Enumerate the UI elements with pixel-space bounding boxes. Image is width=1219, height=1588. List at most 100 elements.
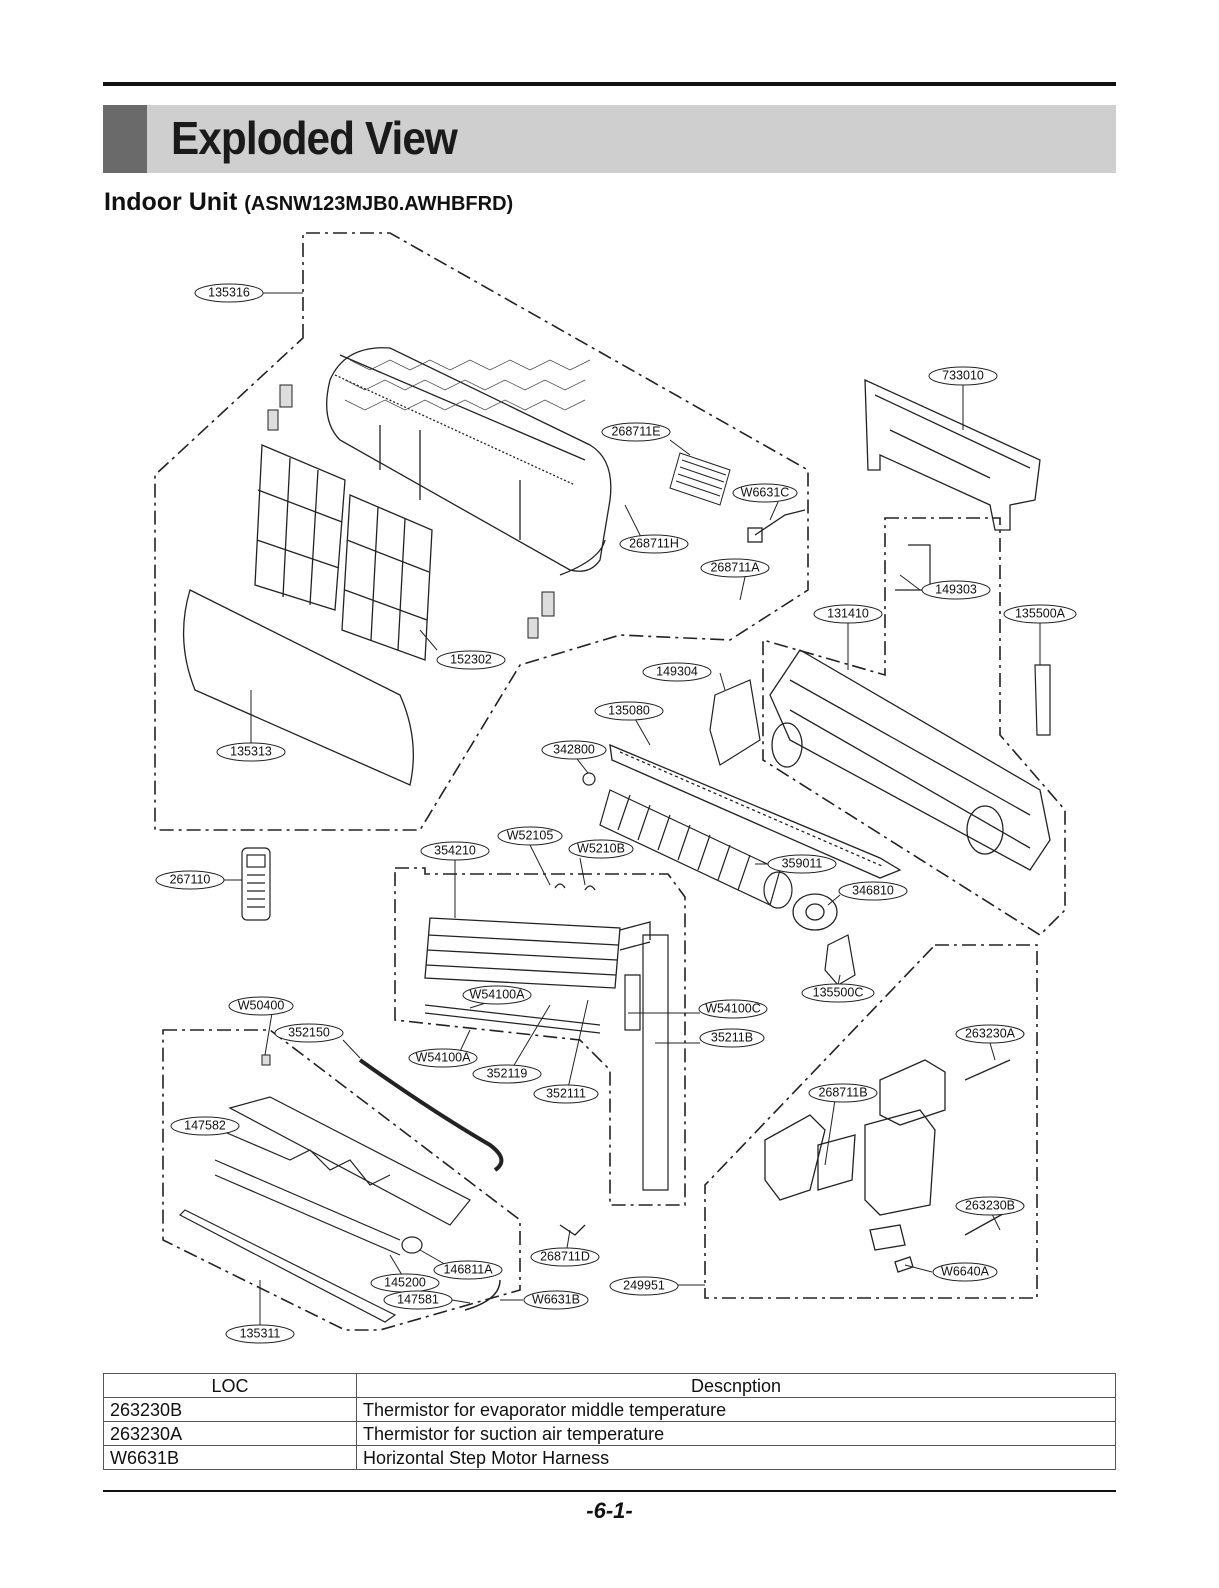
page-title: Exploded View (171, 112, 458, 164)
callout-label: 268711D (540, 1249, 590, 1263)
callout-label: W54100A (416, 1050, 472, 1064)
title-accent-bar (103, 105, 147, 173)
connector-part (559, 1224, 586, 1236)
piping-parts (424, 934, 669, 1191)
callout-263230B: 263230B (955, 1196, 1025, 1216)
callout-label: 135500C (813, 985, 864, 999)
description-column-header: Descnption (356, 1373, 1116, 1398)
table-row: 263230A Thermistor for suction air tempe… (103, 1421, 1116, 1446)
callout-label: W6631C (741, 485, 790, 499)
installation-plate-part (864, 378, 1041, 531)
callout-label: 268711H (629, 536, 679, 550)
callout-268711B: 268711B (808, 1083, 878, 1103)
description-cell: Thermistor for evaporator middle tempera… (356, 1397, 1116, 1422)
callout-label: 268711B (818, 1085, 867, 1099)
chassis-part (769, 649, 1051, 871)
callout-label: W54100C (705, 1001, 761, 1015)
loc-cell: 263230A (103, 1421, 357, 1446)
evaporator-part (424, 883, 651, 989)
callout-label: 147581 (397, 1292, 439, 1306)
callout-label: 147582 (184, 1118, 226, 1132)
page-number: -6-1- (586, 1498, 633, 1523)
callout-263230A: 263230A (955, 1024, 1025, 1044)
callout-label: 35211B (711, 1030, 753, 1044)
callout-label: 352150 (288, 1025, 330, 1039)
callout-W50400: W50400 (228, 996, 294, 1016)
callout-label: 135316 (208, 285, 250, 299)
exploded-view-diagram: 135316 733010 268711E W6631C 268711H 268… (154, 232, 1077, 1344)
callout-label: 146811A (443, 1262, 493, 1276)
callout-label: 152302 (450, 652, 492, 666)
callout-label: 135313 (230, 744, 272, 758)
drain-pan-part (609, 743, 902, 879)
callout-147581: 147581 (383, 1290, 453, 1310)
callout-label: 268711A (710, 560, 760, 574)
callout-label: 352111 (546, 1086, 586, 1100)
callout-label: W6631B (532, 1292, 580, 1306)
callout-W6631B: W6631B (523, 1290, 589, 1310)
group-outlines (154, 232, 1066, 1331)
callout-label: 249951 (623, 1278, 665, 1292)
callout-label: 352119 (487, 1066, 528, 1080)
model-number: (ASNW123MJB0.AWHBFRD) (244, 193, 514, 215)
cross-flow-fan-part (599, 789, 793, 909)
callout-label: 145200 (384, 1275, 426, 1289)
callout-352111: 352111 (533, 1084, 599, 1104)
callout-268711D: 268711D (530, 1247, 600, 1267)
callout-147582: 147582 (170, 1116, 240, 1136)
callout-135311: 135311 (225, 1324, 295, 1344)
loc-cell: 263230B (103, 1397, 357, 1422)
motor-cover-part (824, 934, 856, 986)
step-motor-harness-part (464, 1279, 501, 1311)
bottom-rule (103, 1490, 1116, 1492)
bearing-part (582, 772, 596, 786)
loc-column-header: LOC (103, 1373, 357, 1398)
description-cell: Horizontal Step Motor Harness (356, 1445, 1116, 1470)
loc-cell: W6631B (103, 1445, 357, 1470)
callout-label: 354210 (434, 843, 476, 857)
small-bracket-parts (895, 544, 1051, 736)
callout-354210: 354210 (420, 841, 490, 861)
label-card-part (669, 452, 731, 506)
callout-label: 346810 (852, 883, 894, 897)
callout-label: W50400 (238, 998, 285, 1012)
callout-label: W6640A (941, 1264, 990, 1278)
callout-label: 359011 (782, 856, 823, 870)
callout-149303: 149303 (921, 580, 991, 600)
callout-131410: 131410 (813, 604, 883, 624)
callout-733010: 733010 (928, 366, 998, 386)
hinge-parts (267, 384, 555, 639)
callout-W52105: W52105 (497, 826, 563, 846)
description-cell: Thermistor for suction air temperature (356, 1421, 1116, 1446)
callout-label: 733010 (942, 368, 984, 382)
callout-label: W5210B (577, 841, 625, 855)
front-cover-part (182, 589, 414, 786)
drain-hose-part (358, 1058, 504, 1172)
callout-label: 135311 (240, 1326, 281, 1340)
callout-249951: 249951 (609, 1276, 679, 1296)
callout-label: 267110 (170, 872, 211, 886)
screw-part (261, 1054, 271, 1066)
parts-description-table: LOC Descnption 263230B Thermistor for ev… (103, 1373, 1116, 1470)
callout-label: 149303 (935, 582, 977, 596)
harness-part (747, 509, 806, 543)
callout-label: 263230B (965, 1198, 1015, 1212)
control-box-part (764, 1059, 1011, 1273)
remote-control-part (241, 847, 271, 921)
section-subtitle: Indoor Unit (ASNW123MJB0.AWHBFRD) (104, 188, 513, 217)
callout-W5210B: W5210B (568, 839, 634, 859)
fan-motor-part (792, 893, 838, 931)
callout-label: 149304 (656, 664, 698, 678)
table-row: W6631B Horizontal Step Motor Harness (103, 1445, 1116, 1470)
table-row: 263230B Thermistor for evaporator middle… (103, 1397, 1116, 1422)
callout-342800: 342800 (541, 740, 607, 760)
callout-268711E: 268711E (601, 422, 671, 442)
callout-359011: 359011 (767, 854, 837, 874)
callout-352150: 352150 (274, 1023, 344, 1043)
callout-352119: 352119 (472, 1064, 542, 1084)
table-header-row: LOC Descnption (103, 1373, 1116, 1398)
callout-label: 268711E (611, 424, 660, 438)
callout-W54100A-top: W54100A (462, 985, 532, 1005)
subtitle-text: Indoor Unit (104, 188, 238, 216)
callout-135316: 135316 (194, 283, 264, 303)
